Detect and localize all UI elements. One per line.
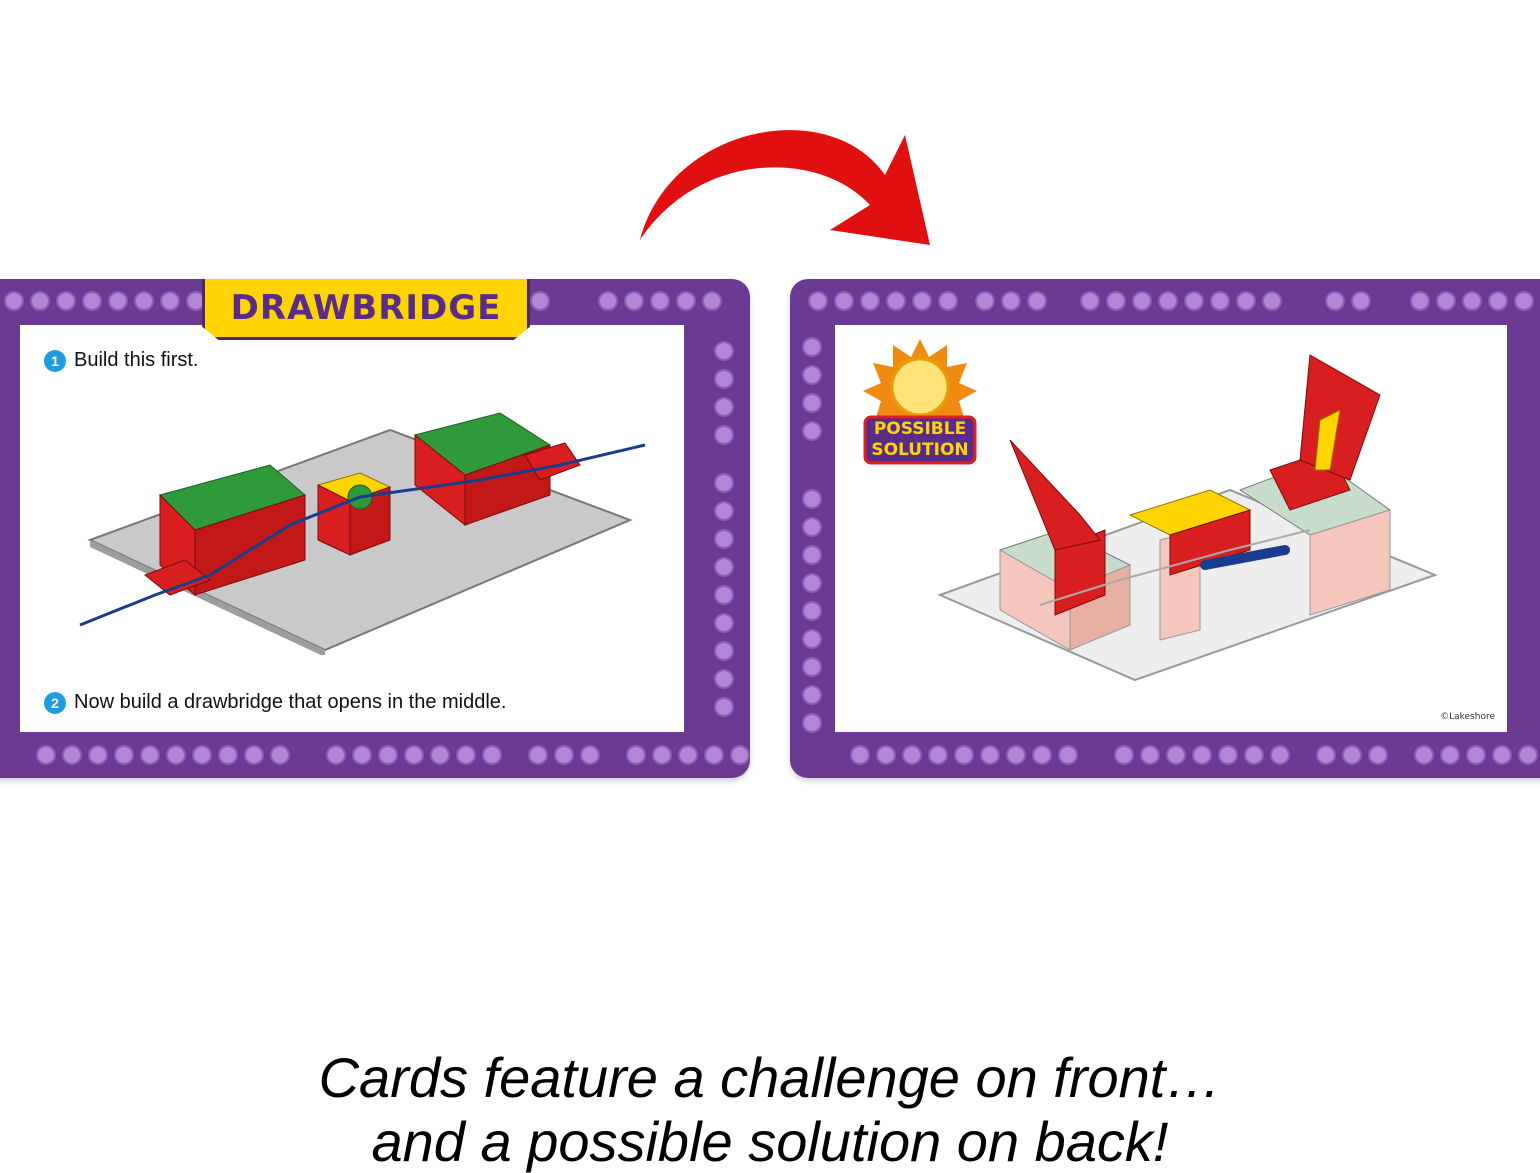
badge-line-1: POSSIBLE (873, 419, 967, 439)
drawbridge-base-build-illustration (79, 412, 646, 655)
step-1-number: 1 (44, 349, 66, 372)
caption-line-1: Cards feature a challenge on front… (318, 1046, 1222, 1109)
top-studs-left (4, 291, 154, 311)
drawbridge-solution-illustration (937, 354, 1438, 682)
back-top-studs-2 (975, 291, 1047, 311)
top-studs-far (598, 291, 722, 311)
challenge-card-front: 1 Build this first. 2 (0, 279, 750, 778)
caption-line-2: and a possible solution on back! (371, 1110, 1169, 1173)
card-title: DRAWBRIDGE (202, 279, 530, 340)
copyright-text: ©Lakeshore (1440, 712, 1495, 722)
back-top-studs-1 (808, 291, 958, 311)
back-top-studs-3 (1080, 291, 1282, 311)
solution-panel: POSSIBLE SOLUTION ©Lakeshore (835, 325, 1507, 732)
lightbulb-badge-icon (863, 339, 977, 465)
back-bottom-studs (850, 745, 1540, 765)
back-top-studs-5 (1410, 291, 1540, 311)
top-studs-mid (160, 291, 206, 311)
right-studs (714, 341, 734, 717)
step-2-number: 2 (44, 691, 66, 714)
curved-arrow-icon (640, 130, 930, 245)
step-2-text: Now build a drawbridge that opens in the… (74, 691, 507, 713)
top-studs-right (530, 291, 550, 311)
bottom-studs (36, 745, 750, 765)
back-left-studs (802, 337, 822, 733)
step-1: 1 Build this first. (44, 349, 198, 372)
step-1-text: Build this first. (74, 349, 199, 371)
solution-card-back: POSSIBLE SOLUTION ©Lakeshore (790, 279, 1540, 778)
challenge-panel: 1 Build this first. 2 (20, 325, 684, 732)
possible-solution-badge: POSSIBLE SOLUTION (865, 419, 975, 461)
back-top-studs-4 (1325, 291, 1371, 311)
step-2: 2 Now build a drawbridge that opens in t… (44, 691, 506, 714)
badge-line-2: SOLUTION (871, 440, 969, 460)
